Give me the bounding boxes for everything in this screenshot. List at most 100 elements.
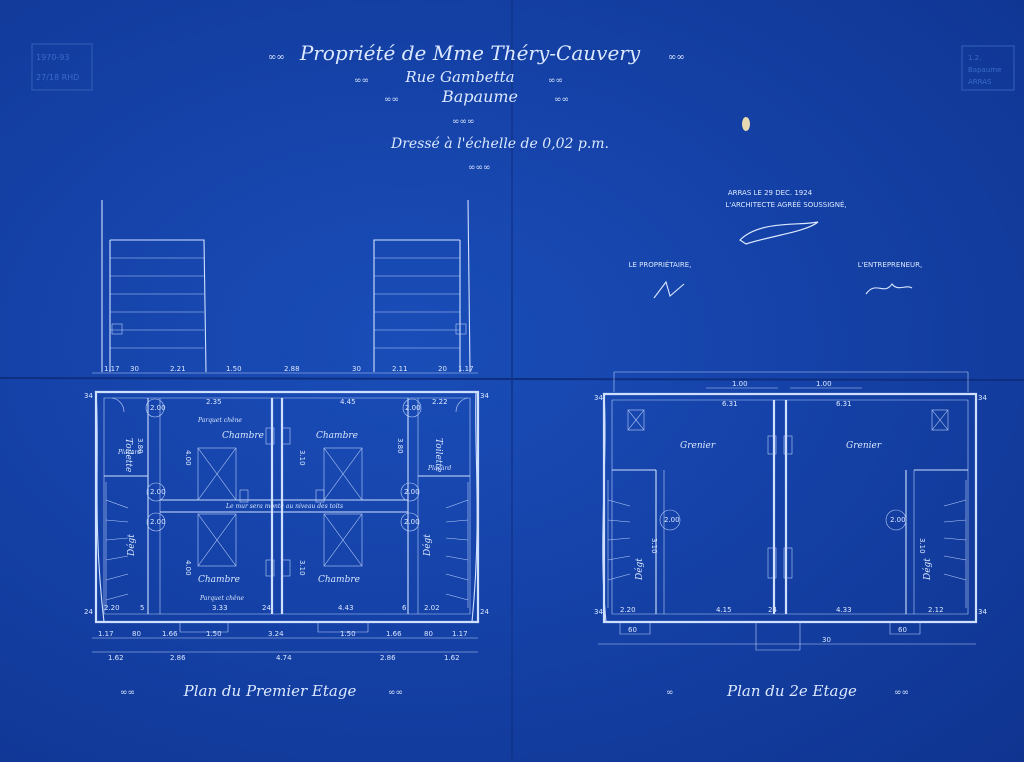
svg-text:2.00: 2.00 [150,518,166,526]
svg-text:∞∞: ∞∞ [354,76,369,86]
svg-text:∞∞∞: ∞∞∞ [468,163,491,173]
dims-bottom2-first: 1.62 2.86 4.74 2.86 1.62 [108,654,460,662]
room-grenier-right: Grenier [846,441,882,451]
svg-text:∞∞: ∞∞ [668,52,685,63]
svg-text:3.33: 3.33 [212,604,228,612]
chimney-blocks-first [197,427,363,577]
svg-text:3.80: 3.80 [136,438,144,454]
svg-text:∞∞: ∞∞ [388,688,403,698]
room-degt-right-2: Dégt [922,558,933,581]
dims-bottom1-first: 1.17 80 1.66 1.50 3.24 1.50 1.66 80 1.17 [98,630,468,638]
svg-text:ARRAS: ARRAS [968,78,992,86]
title-block: ∞∞ Propriété de Mme Théry-Cauvery ∞∞ ∞∞ … [268,41,685,173]
svg-text:4.74: 4.74 [276,654,292,662]
svg-text:1.17: 1.17 [98,630,114,638]
svg-text:∞: ∞ [666,688,674,698]
title-street: Rue Gambetta [404,68,514,86]
svg-text:2.21: 2.21 [170,365,186,373]
svg-text:60: 60 [628,626,637,634]
svg-text:1.00: 1.00 [816,380,832,388]
svg-text:1.62: 1.62 [108,654,124,662]
paper-blemish [742,117,750,131]
svg-text:2.20: 2.20 [104,604,120,612]
svg-text:2.35: 2.35 [206,398,222,406]
svg-text:2.00: 2.00 [405,404,421,412]
svg-text:5: 5 [140,604,144,612]
svg-text:24: 24 [262,604,271,612]
svg-text:3.24: 3.24 [268,630,284,638]
note-placard-right: Placard [427,465,451,472]
approval-architect: L'ARCHITECTE AGRÉÉ SOUSSIGNÉ, [725,200,846,209]
svg-text:1.50: 1.50 [226,365,242,373]
svg-text:30: 30 [352,365,361,373]
approval-block: ARRAS LE 29 DEC. 1924 L'ARCHITECTE AGRÉÉ… [629,189,922,299]
approval-date: ARRAS LE 29 DEC. 1924 [728,189,813,197]
first-floor-outline [94,390,480,624]
owner-label: LE PROPRIÉTAIRE, [629,260,692,269]
svg-text:2.00: 2.00 [404,518,420,526]
svg-text:6.31: 6.31 [722,400,738,408]
svg-text:Bapaume: Bapaume [968,66,1001,74]
archive-stamp-left: 1970-93 27/18 RHD [31,43,93,91]
room-grenier-left: Grenier [680,441,716,451]
title-owner: Propriété de Mme Théry-Cauvery [299,41,641,65]
svg-text:1.00: 1.00 [732,380,748,388]
title-town: Bapaume [441,87,518,106]
svg-text:3.10: 3.10 [298,560,306,576]
svg-text:∞∞∞: ∞∞∞ [452,117,475,127]
svg-text:2.02: 2.02 [424,604,440,612]
staircase-right [373,199,471,373]
archive-stamp-right: 1.2. Bapaume ARRAS [961,45,1015,91]
svg-text:80: 80 [424,630,433,638]
svg-text:2.00: 2.00 [890,516,906,524]
room-degt-left-2: Dégt [634,558,645,581]
svg-text:2.00: 2.00 [664,516,680,524]
svg-text:4.15: 4.15 [716,606,732,614]
architect-signature [739,221,819,245]
svg-text:3.80: 3.80 [396,438,404,454]
svg-text:∞∞: ∞∞ [268,52,285,63]
dims-side-first: 34 34 24 24 [84,392,489,616]
note-parquet-top: Parquet chêne [197,417,242,424]
svg-text:1.17: 1.17 [458,365,474,373]
svg-text:6.31: 6.31 [836,400,852,408]
svg-text:3.10: 3.10 [918,538,926,554]
svg-text:34: 34 [594,608,603,616]
svg-text:34: 34 [978,608,987,616]
svg-text:30: 30 [822,636,831,644]
svg-text:24: 24 [84,608,93,616]
circle-labels-first: 2.00 2.00 2.00 2.00 2.00 2.00 [150,404,421,526]
svg-text:34: 34 [978,394,987,402]
svg-text:2.00: 2.00 [150,488,166,496]
svg-text:2.12: 2.12 [928,606,944,614]
svg-text:34: 34 [84,392,93,400]
svg-text:1.66: 1.66 [386,630,402,638]
svg-text:2.22: 2.22 [432,398,448,406]
svg-text:∞∞: ∞∞ [384,95,399,105]
circles-first [111,397,469,532]
svg-text:34: 34 [480,392,489,400]
dims-bottom-second: 2.20 4.15 24 4.33 2.12 [620,606,944,614]
svg-text:2.88: 2.88 [284,365,300,373]
room-degt-left: Dégt [126,534,137,557]
dims-top-first: 1.17 30 2.21 1.50 2.88 30 2.11 20 1.17 [104,365,474,373]
room-toilette-right: Toilette [433,438,443,472]
plan-second-floor: 1.00 1.00 2.00 2.00 Gr [594,371,987,700]
svg-text:1.17: 1.17 [452,630,468,638]
caption-first-floor: Plan du Premier Etage [183,682,357,700]
svg-text:4.33: 4.33 [836,606,852,614]
caption-second-floor: Plan du 2e Etage [726,682,857,700]
svg-text:2.86: 2.86 [170,654,186,662]
room-chambre-bl: Chambre [198,575,240,585]
winding-stairs-first [105,482,469,608]
svg-text:4.00: 4.00 [184,560,192,576]
svg-text:∞∞: ∞∞ [120,688,135,698]
room-degt-right: Dégt [422,534,433,557]
note-center-wall: Le mur sera monté au niveau des toits [225,503,343,510]
dims-vertical-second: 3.10 3.10 [650,538,926,554]
svg-text:2.86: 2.86 [380,654,396,662]
room-chambre-tl: Chambre [222,431,264,441]
svg-text:1.2.: 1.2. [968,54,981,62]
svg-text:1970-93: 1970-93 [36,53,69,62]
